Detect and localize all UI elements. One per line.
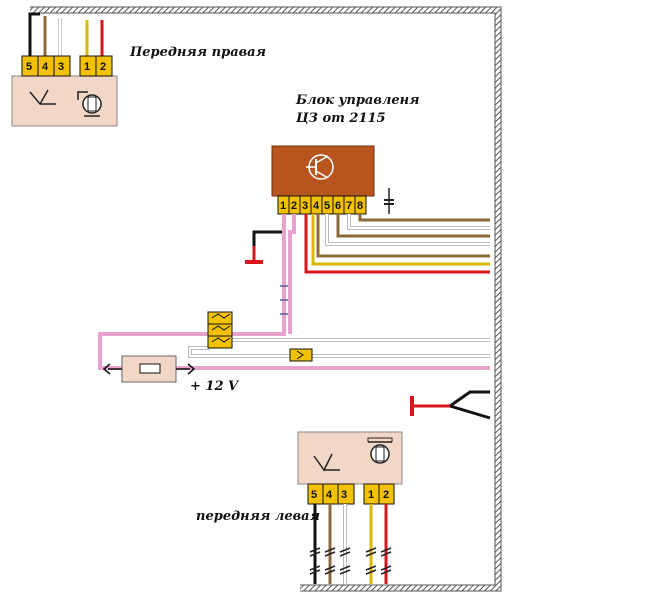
pin-label: 3 [341,489,347,501]
pin-label: 2 [100,61,106,73]
ground-symbol [245,246,263,264]
pin-label: 3 [58,61,64,73]
wire-break-marks [309,547,392,575]
front-right-door-unit: 5 4 3 1 2 [11,55,118,127]
inline-connector [289,348,313,362]
unused-pin-cap-icon [384,188,394,214]
main-harness [30,6,502,592]
motor-icon [77,91,102,117]
wire-break-marks [280,285,288,315]
pin-label: 2 [291,200,297,212]
transistor-icon [306,154,334,180]
ground-branch [410,390,491,420]
pin-label: 4 [313,200,320,212]
pin-label: 2 [383,489,389,501]
pin-label: 1 [368,489,374,501]
motor-icon [367,437,393,464]
front-left-connector-left: 5 4 3 [307,483,355,505]
front-right-connector-right: 1 2 [79,55,113,77]
pin-label: 1 [84,61,90,73]
control-unit: 1 2 3 4 5 6 7 8 [271,145,394,215]
power-label: + 12 V [190,379,240,394]
pin-label: 4 [326,489,333,501]
control-unit-label-line1: Блок управленя [295,93,420,108]
pin-label: 8 [357,200,363,212]
pin-label: 3 [302,200,308,212]
multi-connector-block [207,311,233,349]
pin-label: 5 [311,489,317,501]
front-left-wires [313,504,388,584]
pin-label: 4 [42,61,49,73]
front-right-label: Передняя правая [129,45,266,60]
front-left-connector-right: 1 2 [363,483,395,505]
front-left-label: передняя левая [196,509,320,524]
pin-label: 1 [280,200,286,212]
control-unit-wires [252,214,490,334]
pin-label: 5 [324,200,330,212]
fuse-holder [102,355,196,383]
pin-label: 6 [335,200,341,212]
front-right-connector-left: 5 4 3 [21,55,71,77]
switch-symbol [29,89,56,106]
switch-symbol [313,453,340,472]
pin-label: 7 [346,200,352,212]
pin-label: 5 [26,61,32,73]
control-unit-connector: 1 2 3 4 5 6 7 8 [277,195,367,215]
control-unit-label-line2: ЦЗ от 2115 [295,111,386,126]
front-right-wires [28,12,104,60]
front-left-door-unit: 5 4 3 1 2 [297,431,403,505]
